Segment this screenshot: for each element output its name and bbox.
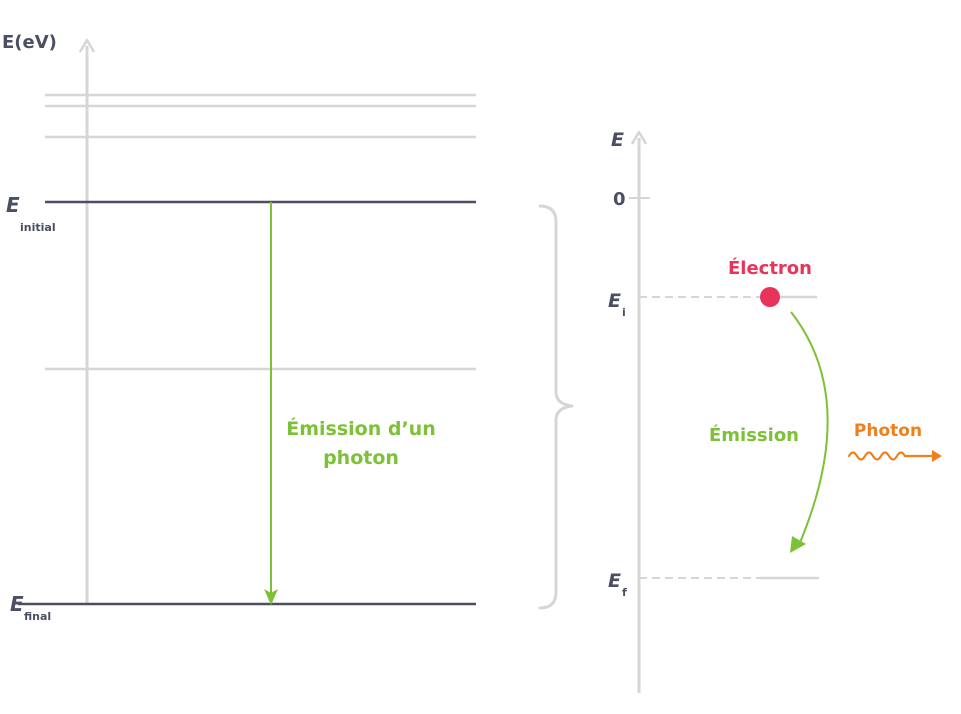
- final-level-label: E: [10, 592, 24, 616]
- ef-sub: f: [622, 586, 627, 599]
- left-energy-diagram: E(eV) E initial E final Émission d’un ph…: [2, 32, 476, 623]
- emission-arrowhead: [264, 589, 278, 605]
- electron-label: Électron: [728, 257, 812, 279]
- zero-label: 0: [613, 189, 626, 210]
- left-axis-arrowhead: [78, 38, 96, 53]
- emission-label: Émission: [709, 424, 799, 446]
- emission-curved-arrowhead: [790, 536, 806, 553]
- emission-label-line1: Émission d’un: [286, 417, 436, 440]
- photon-arrowhead: [932, 450, 942, 462]
- ei-label: E: [608, 290, 621, 312]
- final-level-sub: final: [24, 610, 51, 623]
- ei-sub: i: [622, 306, 626, 319]
- photon-wave-icon: [847, 451, 936, 461]
- emission-label-line2: photon: [323, 447, 399, 469]
- right-axis-label: E: [611, 129, 624, 151]
- photon-label: Photon: [854, 421, 922, 441]
- right-energy-diagram: E 0 E i E f Électron Émission Photon: [608, 129, 942, 693]
- emission-curved-arrow: [790, 311, 829, 546]
- initial-level-sub: initial: [20, 221, 56, 234]
- ef-label: E: [608, 570, 621, 592]
- right-axis-arrowhead: [630, 130, 648, 145]
- electron-dot: [760, 287, 780, 307]
- initial-level-label: E: [6, 193, 20, 217]
- curly-brace: [538, 204, 574, 610]
- left-axis-label: E(eV): [2, 32, 57, 53]
